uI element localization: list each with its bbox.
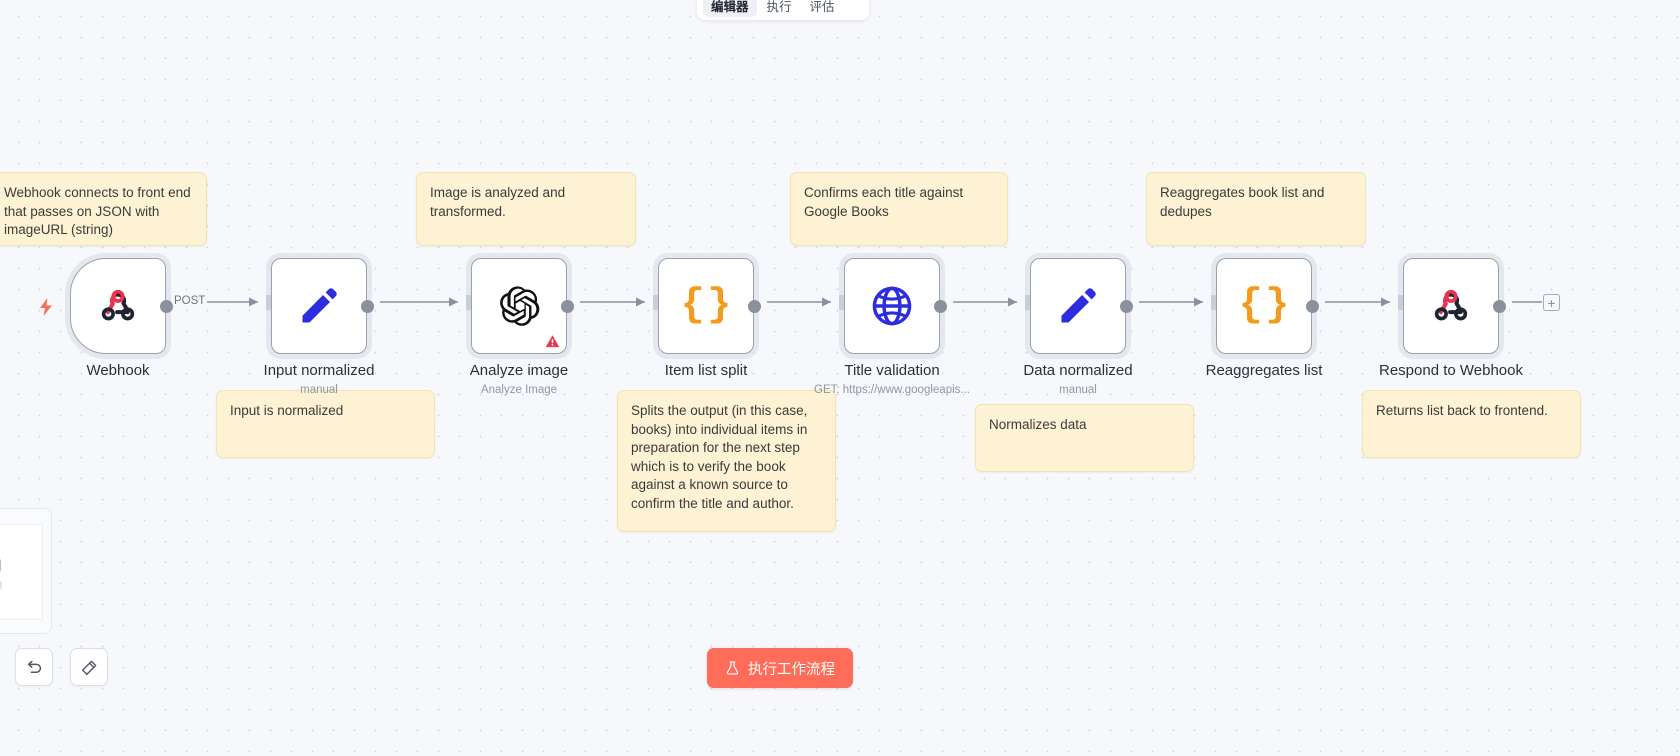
node-analyze-image-sublabel: Analyze Image — [480, 384, 558, 396]
node-data-normalized-body[interactable] — [1030, 258, 1126, 354]
sticky-note-title-validation[interactable]: Confirms each title against Google Books — [790, 172, 1008, 246]
node-item-list-split-output-port[interactable] — [748, 300, 761, 313]
node-webhook-body[interactable] — [70, 258, 166, 354]
node-respond-to-webhook-body[interactable] — [1403, 258, 1499, 354]
node-webhook-label: Webhook — [86, 362, 150, 379]
node-title-validation-sublabel: GET: https://www.googleapis... — [814, 384, 970, 396]
sticky-note-input-normalized[interactable]: Input is normalized — [216, 390, 435, 458]
node-title-validation-body[interactable] — [844, 258, 940, 354]
node-webhook[interactable]: Webhook — [40, 258, 173, 379]
flask-icon — [726, 661, 739, 675]
undo-arrow-icon — [27, 660, 41, 673]
minimap-viewport — [0, 524, 43, 620]
editor-tab-strip[interactable]: 编辑器 执行 评估 — [697, 0, 869, 20]
node-reaggregates-list[interactable]: { } Reaggregates list — [1206, 258, 1322, 379]
node-input-normalized-sublabel: manual — [300, 384, 338, 396]
tab-executions[interactable]: 执行 — [766, 0, 792, 14]
node-input-normalized-output-port[interactable] — [361, 300, 374, 313]
node-item-list-split[interactable]: { } Item list split — [658, 258, 761, 379]
braces-icon: { } — [680, 283, 732, 328]
execute-workflow-label: 执行工作流程 — [748, 661, 835, 678]
sticky-note-respond[interactable]: Returns list back to frontend. — [1362, 390, 1581, 458]
node-input-normalized[interactable]: Input normalized manual — [264, 258, 374, 396]
node-reaggregates-list-body[interactable]: { } — [1216, 258, 1312, 354]
node-analyze-image-label: Analyze image — [469, 362, 569, 379]
minimap-node — [0, 559, 1, 572]
minimap[interactable] — [0, 508, 52, 634]
wand-icon — [81, 660, 96, 675]
node-title-validation-output-port[interactable] — [934, 300, 947, 313]
node-analyze-image[interactable]: Analyze image Analyze Image — [470, 258, 574, 396]
webhook-icon — [1434, 289, 1468, 321]
sticky-note-item-list-split[interactable]: Splits the output (in this case, books) … — [617, 390, 836, 532]
node-reaggregates-list-output-port[interactable] — [1306, 300, 1319, 313]
tab-editor[interactable]: 编辑器 — [703, 0, 757, 17]
node-reaggregates-list-label: Reaggregates list — [1205, 362, 1323, 379]
openai-icon — [500, 286, 540, 326]
node-item-list-split-label: Item list split — [664, 362, 748, 379]
undo-button[interactable] — [15, 648, 53, 686]
node-data-normalized-sublabel: manual — [1059, 384, 1097, 396]
node-respond-to-webhook-label: Respond to Webhook — [1379, 362, 1523, 379]
node-analyze-image-output-port[interactable] — [561, 300, 574, 313]
pencil-icon — [302, 288, 337, 323]
minimap-node — [0, 581, 2, 589]
node-data-normalized-label: Data normalized — [1023, 362, 1133, 379]
lightning-bolt-icon — [40, 298, 52, 316]
sticky-note-data-normalized[interactable]: Normalizes data — [975, 404, 1194, 472]
node-input-normalized-label: Input normalized — [263, 362, 375, 379]
pencil-icon — [1061, 288, 1096, 323]
warning-triangle-icon[interactable] — [545, 334, 560, 349]
execute-workflow-button[interactable]: 执行工作流程 — [707, 648, 853, 688]
add-node-button[interactable]: + — [1543, 294, 1560, 311]
sticky-note-webhook[interactable]: Webhook connects to front end that passe… — [0, 172, 207, 246]
edge-label-post: POST — [172, 295, 208, 307]
braces-icon: { } — [1238, 283, 1290, 328]
sticky-note-reaggregate[interactable]: Reaggregates book list and dedupes — [1146, 172, 1366, 246]
node-webhook-output-port[interactable] — [160, 300, 173, 313]
node-respond-to-webhook[interactable]: Respond to Webhook — [1379, 258, 1523, 379]
tab-evaluations[interactable]: 评估 — [809, 0, 835, 14]
sticky-note-analyze[interactable]: Image is analyzed and transformed. — [416, 172, 636, 246]
node-data-normalized-output-port[interactable] — [1120, 300, 1133, 313]
node-respond-to-webhook-output-port[interactable] — [1493, 300, 1506, 313]
node-input-normalized-body[interactable] — [271, 258, 367, 354]
tidy-up-button[interactable] — [70, 648, 108, 686]
globe-icon — [872, 286, 912, 326]
node-data-normalized[interactable]: Data normalized manual — [1023, 258, 1133, 396]
node-analyze-image-body[interactable] — [471, 258, 567, 354]
node-title-validation-label: Title validation — [844, 362, 940, 379]
node-item-list-split-body[interactable]: { } — [658, 258, 754, 354]
webhook-icon — [101, 289, 135, 321]
node-title-validation[interactable]: Title validation GET: https://www.google… — [814, 258, 970, 396]
